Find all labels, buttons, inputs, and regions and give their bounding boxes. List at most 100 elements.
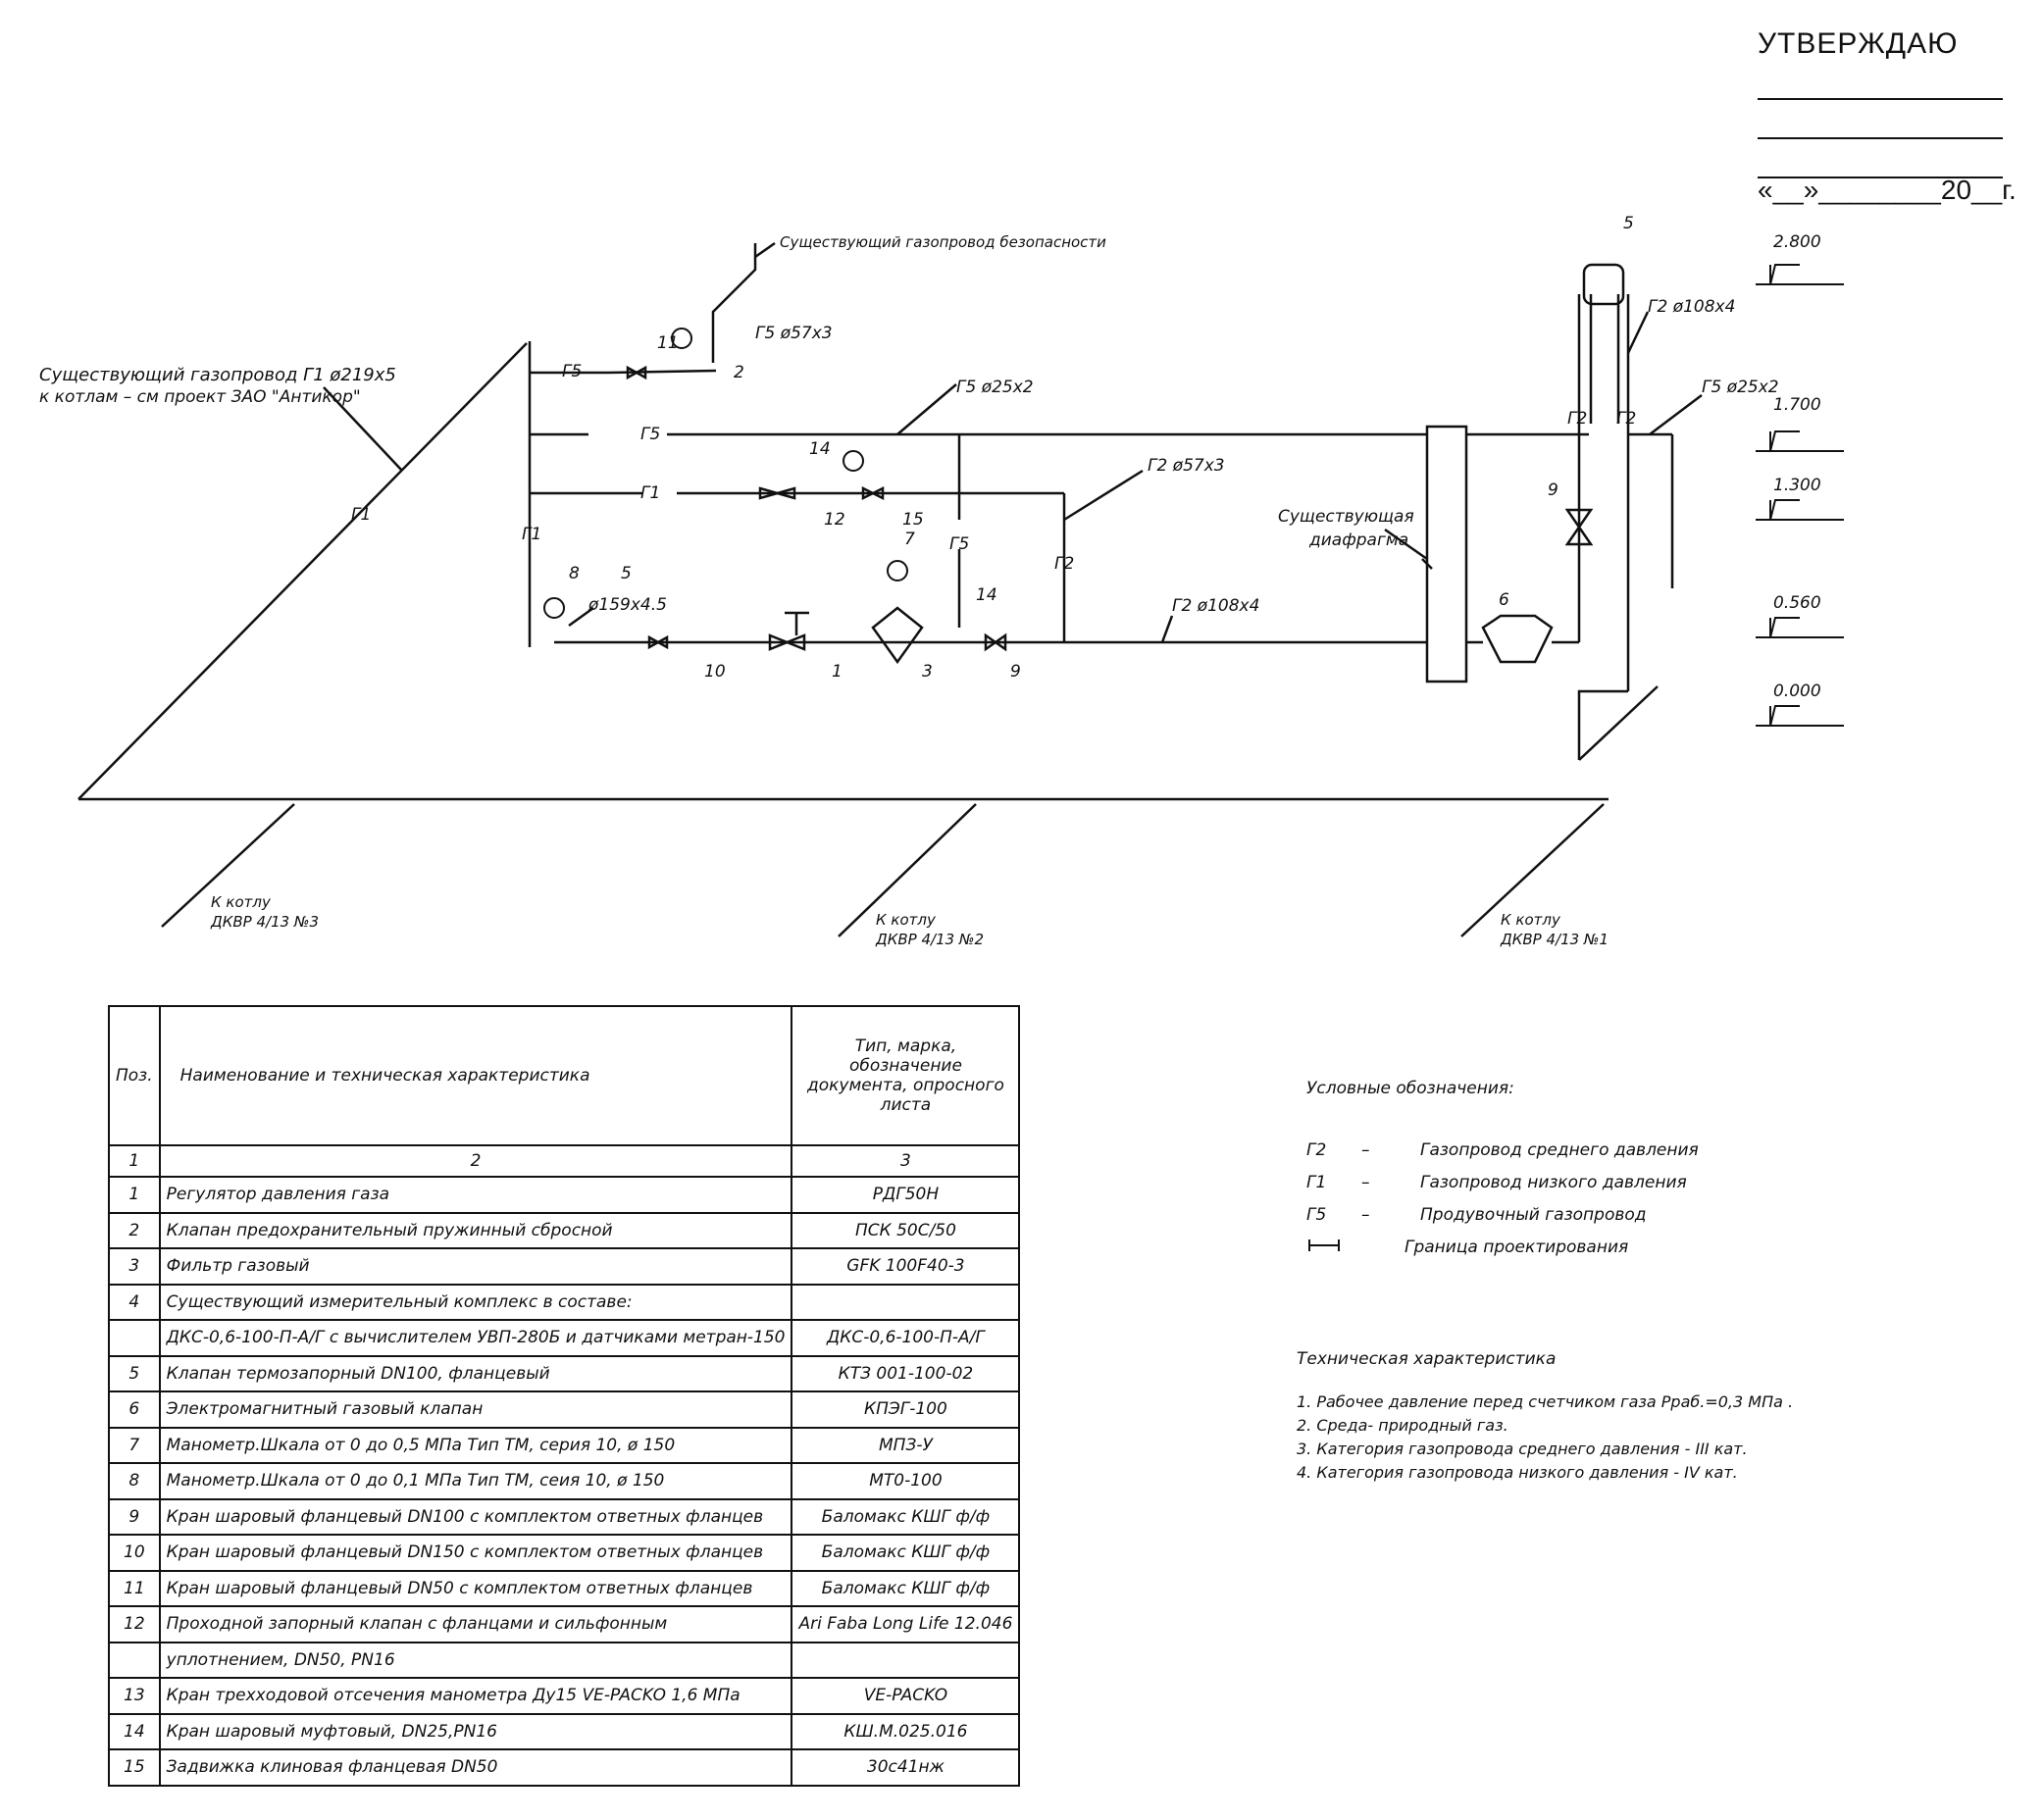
cell-pos: 1 xyxy=(108,1176,161,1214)
label-safety-pipe: Существующий газопровод безопасности xyxy=(780,233,1106,251)
level-marks xyxy=(1756,264,1844,727)
legend: Условные обозначения: Г2–Газопровод сред… xyxy=(1306,1079,1699,1263)
legend-code: Г5 xyxy=(1306,1204,1327,1225)
cell-name: Кран шаровый фланцевый DN150 с комплекто… xyxy=(158,1534,793,1572)
cell-type xyxy=(791,1641,1021,1679)
boundary-symbol-icon xyxy=(1308,1239,1340,1251)
level-2800: 2.800 xyxy=(1773,232,1821,252)
cell-name: Клапан предохранительный пружинный сброс… xyxy=(158,1211,793,1249)
cell-name: Кран шаровый фланцевый DN100 с комплекто… xyxy=(158,1497,793,1536)
pos-5-top: 5 xyxy=(1623,214,1634,233)
valve-12 xyxy=(758,486,796,500)
leader-g5-25 xyxy=(896,383,957,435)
label-boiler2-a: К котлу xyxy=(876,911,937,929)
legend-item: Г5–Продувочный газопровод xyxy=(1306,1198,1699,1231)
cell-name: уплотнением, DN50, PN16 xyxy=(158,1641,793,1679)
cell-type: МПЗ-У xyxy=(791,1426,1021,1464)
cell-name: Проходной запорный клапан с фланцами и с… xyxy=(158,1605,793,1643)
legend-item: Г2–Газопровод среднего давления xyxy=(1306,1134,1699,1166)
label-g5-upper: Г5 xyxy=(562,362,582,381)
legend-text: Газопровод низкого давления xyxy=(1420,1172,1687,1192)
tech-item: 1. Рабочее давление перед счетчиком газа… xyxy=(1297,1392,1794,1411)
pipe-safety xyxy=(711,243,757,363)
cell-pos: 8 xyxy=(108,1462,161,1500)
cell-name: Кран шаровый фланцевый DN50 с комплектом… xyxy=(158,1569,793,1607)
pos-9-riser: 9 xyxy=(1548,480,1558,500)
pos-10: 10 xyxy=(704,662,726,682)
cell-name: Манометр.Шкала от 0 до 0,5 МПа Тип ТМ, с… xyxy=(158,1426,793,1464)
col-header-pos: Поз. xyxy=(108,1005,161,1146)
pos-7: 7 xyxy=(904,530,915,549)
tech-characteristics: Техническая характеристика 1. Рабочее да… xyxy=(1297,1349,1793,1487)
cell-pos: 12 xyxy=(108,1605,161,1643)
pos-5: 5 xyxy=(621,564,632,583)
leader-g5-25-right xyxy=(1649,394,1703,435)
pipe-boiler-1 xyxy=(1460,803,1605,937)
gauges xyxy=(543,328,908,619)
valve-5 xyxy=(1582,263,1625,306)
cell-type: КПЭГ-100 xyxy=(791,1390,1021,1429)
label-g1-diag: Г1 xyxy=(351,505,371,525)
legend-code: Г1 xyxy=(1306,1172,1327,1192)
legend-item: Граница проектирования xyxy=(1306,1231,1699,1263)
specification-table: Поз. Наименование и техническая характер… xyxy=(108,1005,1021,1787)
pos-3: 3 xyxy=(922,662,933,682)
level-flag xyxy=(1769,499,1800,521)
level-1700: 1.700 xyxy=(1773,395,1821,415)
cell-pos: 6 xyxy=(108,1390,161,1429)
label-g5-57: Г5 ø57х3 xyxy=(755,324,833,343)
valve-9-riser xyxy=(1564,508,1594,546)
label-g2-vert: Г2 xyxy=(1054,554,1074,574)
cell-type: VE-PACKO xyxy=(791,1677,1021,1715)
col-header-name: Наименование и техническая характеристик… xyxy=(158,1005,793,1146)
label-g1-vert: Г1 xyxy=(522,525,541,544)
leader-g2-57 xyxy=(1063,469,1144,522)
cell-pos: 10 xyxy=(108,1534,161,1572)
table-row: уплотнением, DN50, PN16 xyxy=(108,1641,1021,1679)
leader-diaphragm xyxy=(1384,528,1428,561)
cell-type: Баломакс КШГ ф/ф xyxy=(791,1569,1021,1607)
level-0560: 0.560 xyxy=(1773,593,1821,613)
cell-name: Кран трехходовой отсечения манометра Ду1… xyxy=(158,1677,793,1715)
label-boiler3-b: ДКВР 4/13 №3 xyxy=(210,913,319,931)
label-diaphragm-2: диафрагма xyxy=(1308,531,1408,550)
gauge-11 xyxy=(671,328,692,349)
valve-10 xyxy=(647,634,669,650)
legend-item: Г1–Газопровод низкого давления xyxy=(1306,1166,1699,1198)
cell-name: Клапан термозапорный DN100, фланцевый xyxy=(158,1354,793,1392)
legend-code: Г2 xyxy=(1306,1139,1327,1160)
pipelines xyxy=(77,241,1703,937)
label-boiler3-a: К котлу xyxy=(211,893,272,911)
valve-15 xyxy=(861,485,885,501)
pos-14-top: 14 xyxy=(809,439,831,459)
label-g2-riser-l: Г2 xyxy=(1567,409,1587,429)
col-header-type: Тип, марка, обозначение документа, опрос… xyxy=(791,1005,1021,1146)
approval-line xyxy=(1758,96,2003,100)
level-flag xyxy=(1769,264,1800,285)
leader-safety xyxy=(754,241,776,259)
tech-items: 1. Рабочее давление перед счетчиком газа… xyxy=(1297,1392,1793,1487)
col-number: 2 xyxy=(158,1144,793,1178)
leader-d159 xyxy=(568,606,594,628)
tech-item: 3. Категория газопровода среднего давлен… xyxy=(1297,1440,1748,1458)
valve-6 xyxy=(1481,614,1554,664)
leader-existing-pipe xyxy=(323,386,403,472)
gauge-8 xyxy=(543,597,565,619)
cell-pos: 15 xyxy=(108,1748,161,1787)
label-g5-25-top: Г5 ø25х2 xyxy=(956,378,1034,397)
pipe-boiler-3 xyxy=(161,803,295,928)
label-boiler2-b: ДКВР 4/13 №2 xyxy=(875,931,984,948)
gauge-13 xyxy=(843,450,864,472)
cell-pos: 13 xyxy=(108,1677,161,1715)
table-row: ДКС-0,6-100-П-А/Г с вычислителем УВП-280… xyxy=(108,1319,1021,1357)
